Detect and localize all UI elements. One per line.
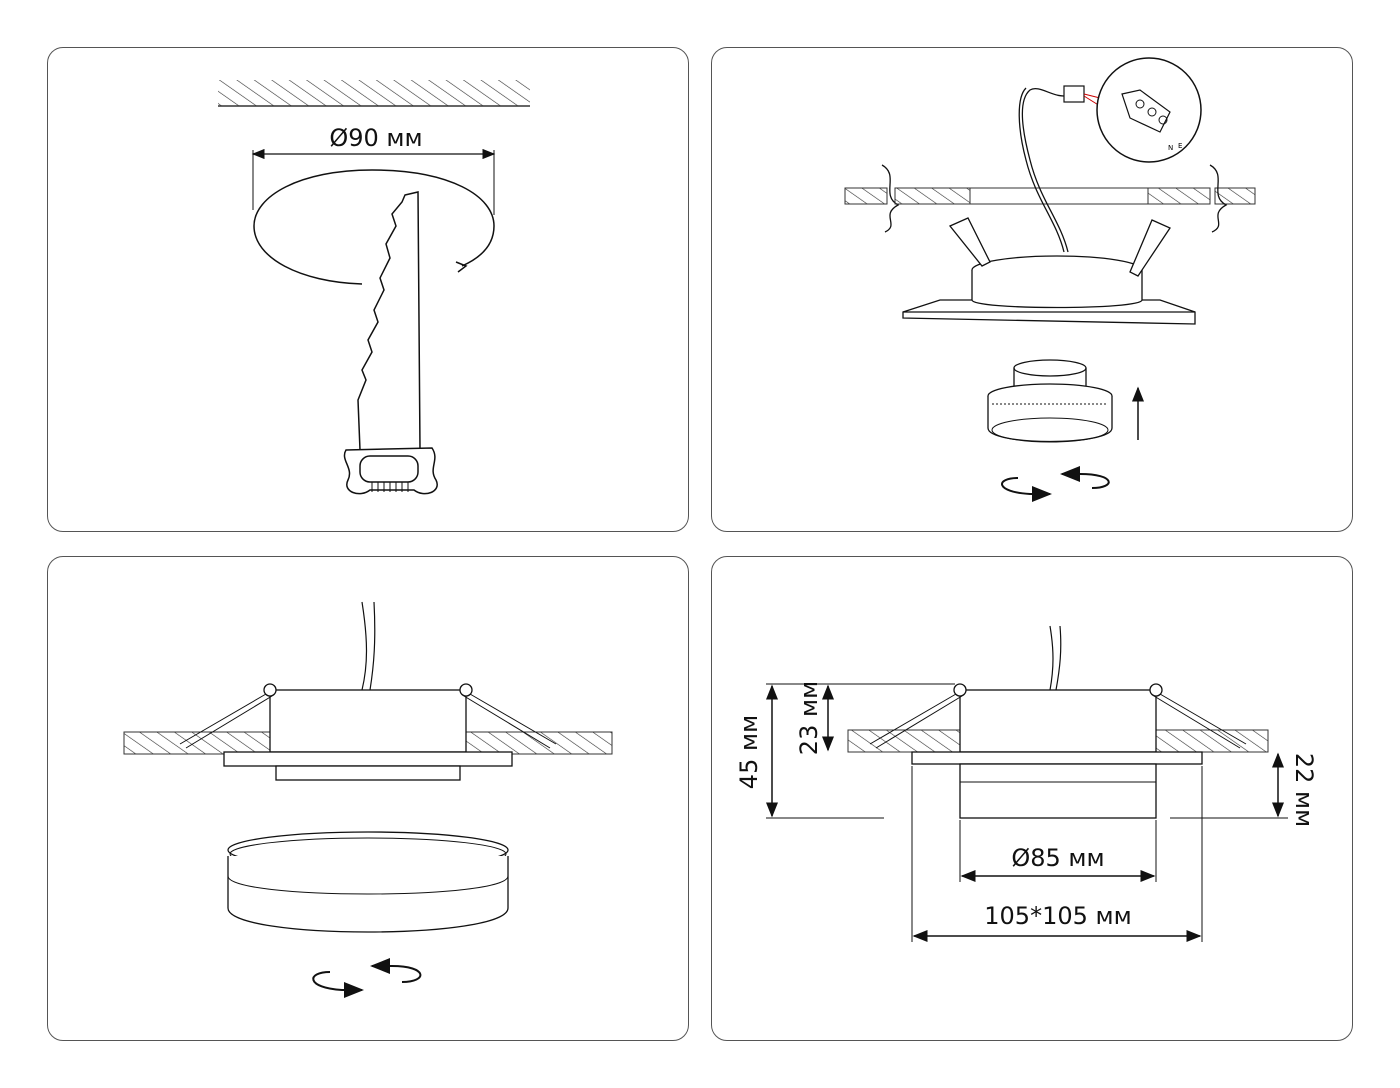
diameter-dimension xyxy=(251,148,496,215)
width-dimensions xyxy=(911,766,1203,942)
diameter-label: Ø90 мм xyxy=(329,124,422,152)
mounting-frame xyxy=(902,217,1196,325)
cut-circle xyxy=(253,169,495,285)
saw-icon xyxy=(343,191,438,495)
rotate-icon xyxy=(1001,466,1110,502)
earth-label: E xyxy=(1178,142,1182,150)
top-height-label: 23 мм xyxy=(795,681,823,755)
bottom-height-label: 22 мм xyxy=(1290,753,1318,827)
total-height-label: 45 мм xyxy=(735,715,763,789)
terminal-detail-icon: N E xyxy=(1096,57,1202,163)
insert-ceiling xyxy=(123,731,613,755)
panel-insert xyxy=(47,556,689,1041)
rotate-icon xyxy=(312,958,422,998)
insert-fixture xyxy=(179,601,557,781)
inner-diameter-label: Ø85 мм xyxy=(1011,844,1104,872)
dim-ceiling xyxy=(847,729,1269,753)
insert-lamp xyxy=(227,831,509,933)
lamp-module xyxy=(987,359,1113,443)
frame-size-label: 105*105 мм xyxy=(984,902,1131,930)
ceiling-hatch xyxy=(218,80,530,107)
height-dimensions xyxy=(766,683,1288,819)
ceiling-section xyxy=(844,164,1256,233)
power-cable xyxy=(1018,85,1101,253)
dim-fixture xyxy=(869,625,1247,819)
neutral-label: N xyxy=(1168,144,1173,152)
